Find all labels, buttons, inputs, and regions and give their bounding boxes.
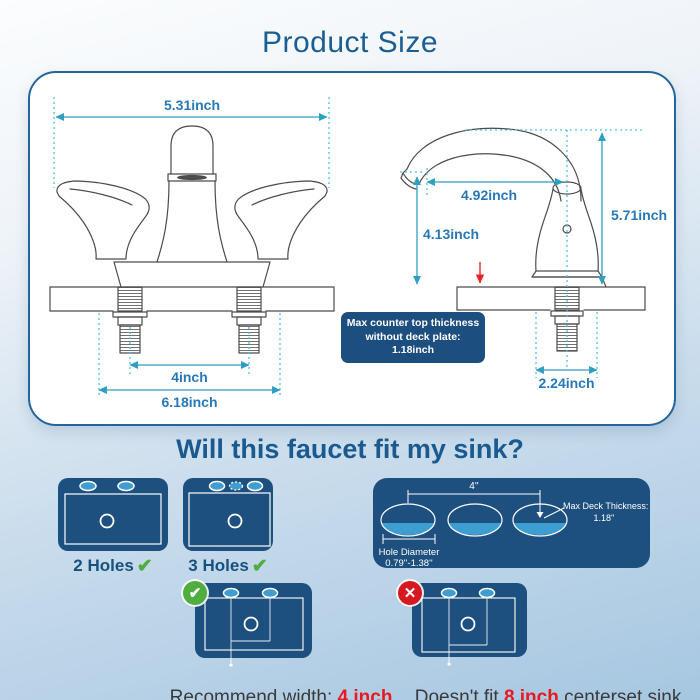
badge-line-2: without deck plate: [365, 330, 461, 343]
faucet-dimension-drawing: 5.31inch 4inch 6.18inch [49, 97, 667, 410]
recommend-width-label: Recommend width: 4 inch [169, 687, 393, 700]
faucet-hole-icon [246, 480, 264, 492]
check-badge-icon: ✔ [183, 581, 207, 605]
front-view-dimensions: 5.31inch 4inch 6.18inch [53, 97, 330, 410]
page-title: Product Size [261, 26, 439, 59]
sink-3holes-label: 3 Holes✔ [188, 556, 268, 577]
sink-8inch-diagram [412, 583, 527, 666]
badge-line-3: 1.18inch [391, 344, 435, 357]
hole-spec-panel: 4'' Hole Diameter 0.79''-1.38'' Max Deck… [373, 478, 650, 569]
sink-2holes-diagram [58, 478, 168, 551]
sink-3holes-diagram [183, 478, 273, 551]
dimension-base-depth: 2.24inch [538, 375, 594, 391]
dimension-overall-width: 5.31inch [164, 97, 220, 113]
counter-hole-icon [380, 503, 436, 537]
faucet-hole-icon [478, 587, 496, 599]
drain-icon [227, 513, 243, 529]
check-icon: ✔ [251, 556, 268, 577]
faucet-hole-optional-icon [228, 481, 244, 491]
deck-thickness-value: 1.18'' [594, 513, 615, 523]
faucet-hole-icon [261, 587, 279, 599]
hole-diameter-range: 0.79''-1.38'' [385, 558, 433, 568]
dimension-spout-height: 4.13inch [423, 226, 479, 242]
not-fit-label: Doesn't fit 8 inch centerset sink [414, 687, 682, 700]
aerator-icon [177, 174, 207, 181]
faucet-hole-icon [222, 587, 240, 599]
faucet-hole-icon [79, 480, 97, 492]
hole-diameter-label: Hole Diameter [379, 547, 440, 558]
faucet-hole-icon [208, 480, 226, 492]
sink-2holes-label: 2 Holes✔ [73, 556, 153, 577]
fit-section-heading: Will this faucet fit my sink? [176, 434, 524, 464]
front-view-drawing [49, 125, 335, 354]
deck-thickness-label: Max Deck Thickness: [563, 501, 648, 511]
badge-line-1: Max counter top thickness [346, 317, 480, 329]
faucet-hole-icon [117, 480, 135, 492]
drain-icon [460, 616, 476, 632]
counter-hole-icon [447, 503, 503, 537]
dimension-spout-reach: 4.92inch [461, 187, 517, 203]
dimension-hole-spacing: 4inch [171, 369, 208, 385]
width-bracket [230, 597, 271, 663]
dimension-base-width: 6.18inch [161, 394, 217, 410]
spec-panel: 5.31inch 4inch 6.18inch [28, 71, 676, 426]
width-bracket [448, 597, 488, 662]
sink-recommended-diagram [195, 583, 312, 667]
counter-thickness-badge: Max counter top thickness without deck p… [341, 312, 485, 363]
drain-icon [99, 513, 115, 529]
hole-spacing-label: 4'' [469, 481, 478, 492]
cross-badge-icon: ✕ [398, 581, 422, 605]
drain-icon [243, 616, 259, 632]
dimension-overall-height: 5.71inch [611, 207, 667, 223]
faucet-hole-icon [440, 587, 458, 599]
side-view-dimensions: 5.71inch 4.92inch 4.13inch 2.24inch [400, 129, 667, 391]
check-icon: ✔ [136, 556, 153, 577]
hole-spec-diagram: 4'' Hole Diameter 0.79''-1.38'' Max Deck… [379, 481, 649, 569]
deck-arrow-icon [536, 512, 544, 518]
